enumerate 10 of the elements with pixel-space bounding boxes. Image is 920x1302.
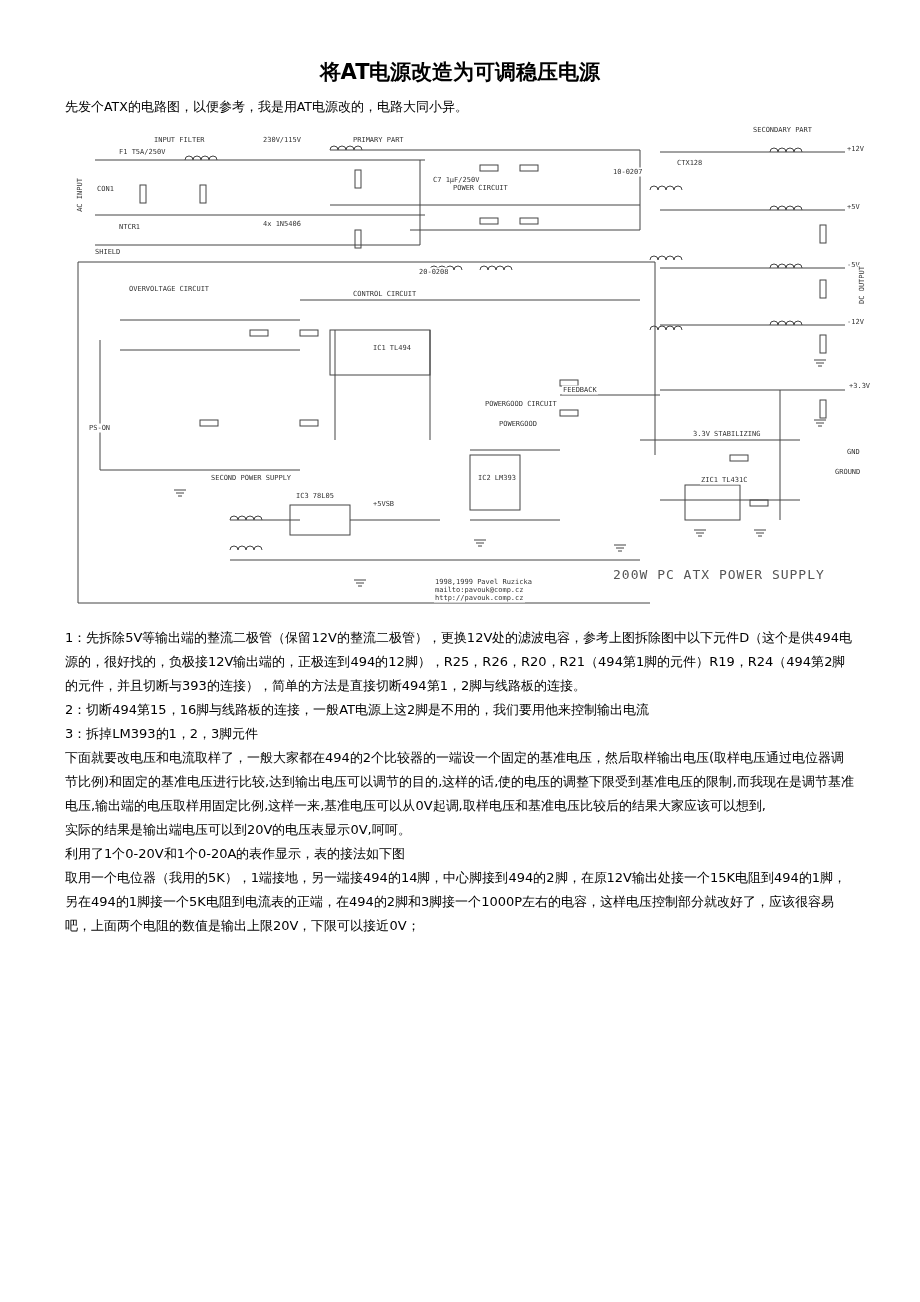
paragraph: 1：先拆除5V等输出端的整流二极管（保留12V的整流二极管），更换12V处的滤波电容，参考上图拆除图中以下元件D（这个是供494电源的，很好找的，负极接12V输出端的，正极连到494的12脚），R25，R26，R20，R21（494第1脚的元件）R19，R24（494第2脚的元件，并且切断与393的连接），简单的方法是直接切断494第1，2脚与线路板的连接。 xyxy=(65,629,854,695)
intro-text: 先发个ATX的电路图，以便参考，我是用AT电源改的，电路大同小异。 xyxy=(65,99,468,116)
paragraph: 下面就要改电压和电流取样了，一般大家都在494的2个比较器的一端设一个固定的基准电压，然后取样输出电压(取样电压通过电位器调节比例)和固定的基准电压进行比较,达到输出电压可以调节的目的,这样的话,使的电压的调整下限受到基准电压的限制,而我现在是调节基准电压,输出端的电压取样用固定比例,这样一来,基准电压可以从0V起调,取样电压和基准电压比较后的结果大家应该可以想到, xyxy=(65,749,855,815)
paragraph: 利用了1个0-20V和1个0-20A的表作显示，表的接法如下图 xyxy=(65,845,407,863)
paragraph: 3：拆掉LM393的1，2，3脚元件 xyxy=(65,725,260,743)
paragraph: 实际的结果是输出端电压可以到20V的电压表显示0V,呵呵。 xyxy=(65,821,412,839)
title: 将AT电源改造为可调稳压电源 xyxy=(318,59,602,86)
paragraph: 2：切断494第15，16脚与线路板的连接，一般AT电源上这2脚是不用的，我们要用他来控制输出电流 xyxy=(65,701,651,719)
schematic-title: 200W PC ATX POWER SUPPLY xyxy=(612,570,826,579)
paragraph: 取用一个电位器（我用的5K），1端接地，另一端接494的14脚，中心脚接到494的2脚，在原12V输出处接一个15K电阻到494的1脚，另在494的1脚接一个5K电阻到电流表的正端，在494的2脚和3脚接一个1000P左右的电容，这样电压控制部分就改好了，应该很容易吧，上面两个电阻的数值是输出上限20V，下限可以接近0V； xyxy=(65,869,848,935)
